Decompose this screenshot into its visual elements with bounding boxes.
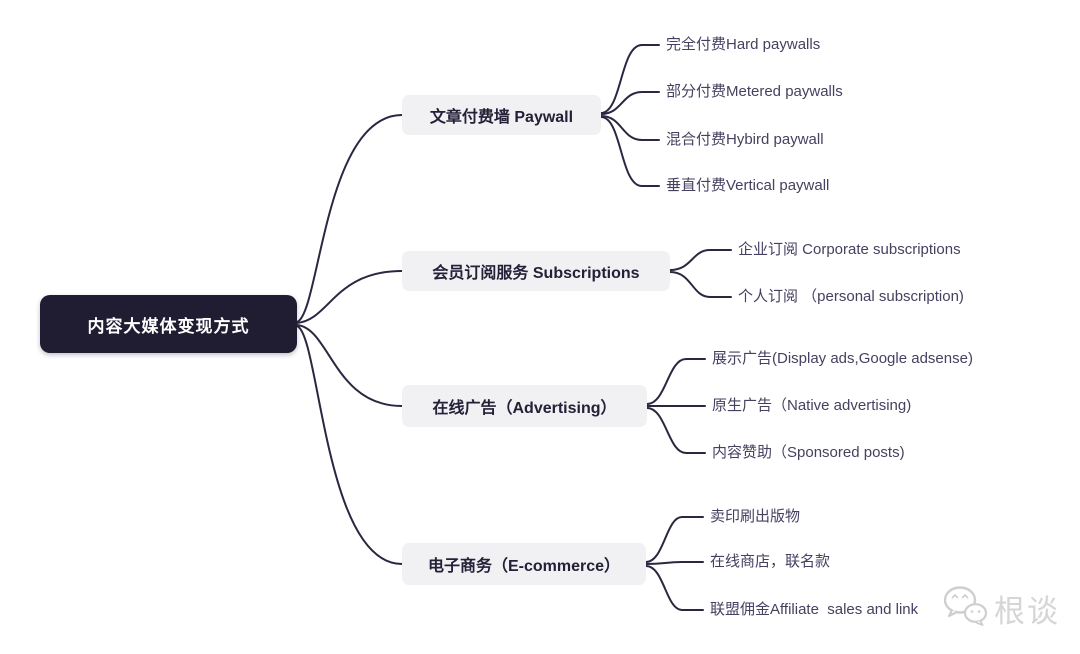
connector-branch4-leaf3 [645, 565, 704, 611]
leaf-node: 完全付费Hard paywalls [666, 36, 821, 53]
connector-branch3-leaf1 [646, 358, 706, 405]
connector-root-branch3 [296, 324, 403, 407]
connector-branch1-leaf1 [600, 44, 660, 114]
leaf-node: 部分付费Metered paywalls [666, 83, 843, 100]
leaf-node: 在线商店，联名款 [710, 553, 831, 570]
wechat-icon [942, 584, 988, 633]
branch-node-advertising: 在线广告（Advertising） [402, 385, 647, 427]
connector-root-branch2 [296, 270, 403, 324]
leaf-node: 混合付费Hybird paywall [666, 131, 824, 148]
leaf-node: 垂直付费Vertical paywall [666, 177, 830, 194]
connector-branch4-leaf1 [645, 516, 704, 563]
leaf-node: 企业订阅 Corporate subscriptions [738, 241, 961, 258]
branch-node-label: 在线广告（Advertising） [432, 400, 617, 417]
branch-node-subscriptions: 会员订阅服务 Subscriptions [402, 251, 670, 291]
watermark: 根谈 [942, 584, 1060, 633]
connector-branch2-leaf1 [669, 249, 732, 271]
branch-node-label: 会员订阅服务 Subscriptions [432, 265, 640, 282]
leaf-node: 联盟佣金Affiliate sales and link [710, 601, 919, 618]
connector-root-branch1 [296, 114, 403, 323]
branch-node-ecommerce: 电子商务（E-commerce） [402, 543, 646, 585]
root-node: 内容大媒体变现方式 [40, 295, 297, 353]
leaf-node: 内容赞助（Sponsored posts) [712, 444, 905, 461]
connector-branch1-leaf2 [600, 91, 660, 115]
connector-branch3-leaf3 [646, 407, 706, 454]
connector-branch4-leaf2 [645, 561, 704, 565]
branch-node-label: 电子商务（E-commerce） [427, 558, 621, 575]
watermark-text: 根谈 [994, 594, 1060, 629]
connector-branch1-leaf3 [600, 115, 660, 141]
connector-branch1-leaf4 [600, 116, 660, 187]
leaf-node: 卖印刷出版物 [710, 508, 801, 525]
connector-root-branch4 [296, 325, 403, 565]
branch-node-paywall: 文章付费墙 Paywall [402, 95, 601, 135]
leaf-node: 展示广告(Display ads,Google adsense) [712, 350, 973, 367]
leaf-node: 原生广告（Native advertising) [712, 397, 912, 414]
leaf-node: 个人订阅 （personal subscription) [738, 288, 964, 305]
connector-branch2-leaf2 [669, 271, 732, 298]
branch-node-label: 文章付费墙 Paywall [429, 109, 574, 126]
root-node-label: 内容大媒体变现方式 [87, 316, 250, 336]
